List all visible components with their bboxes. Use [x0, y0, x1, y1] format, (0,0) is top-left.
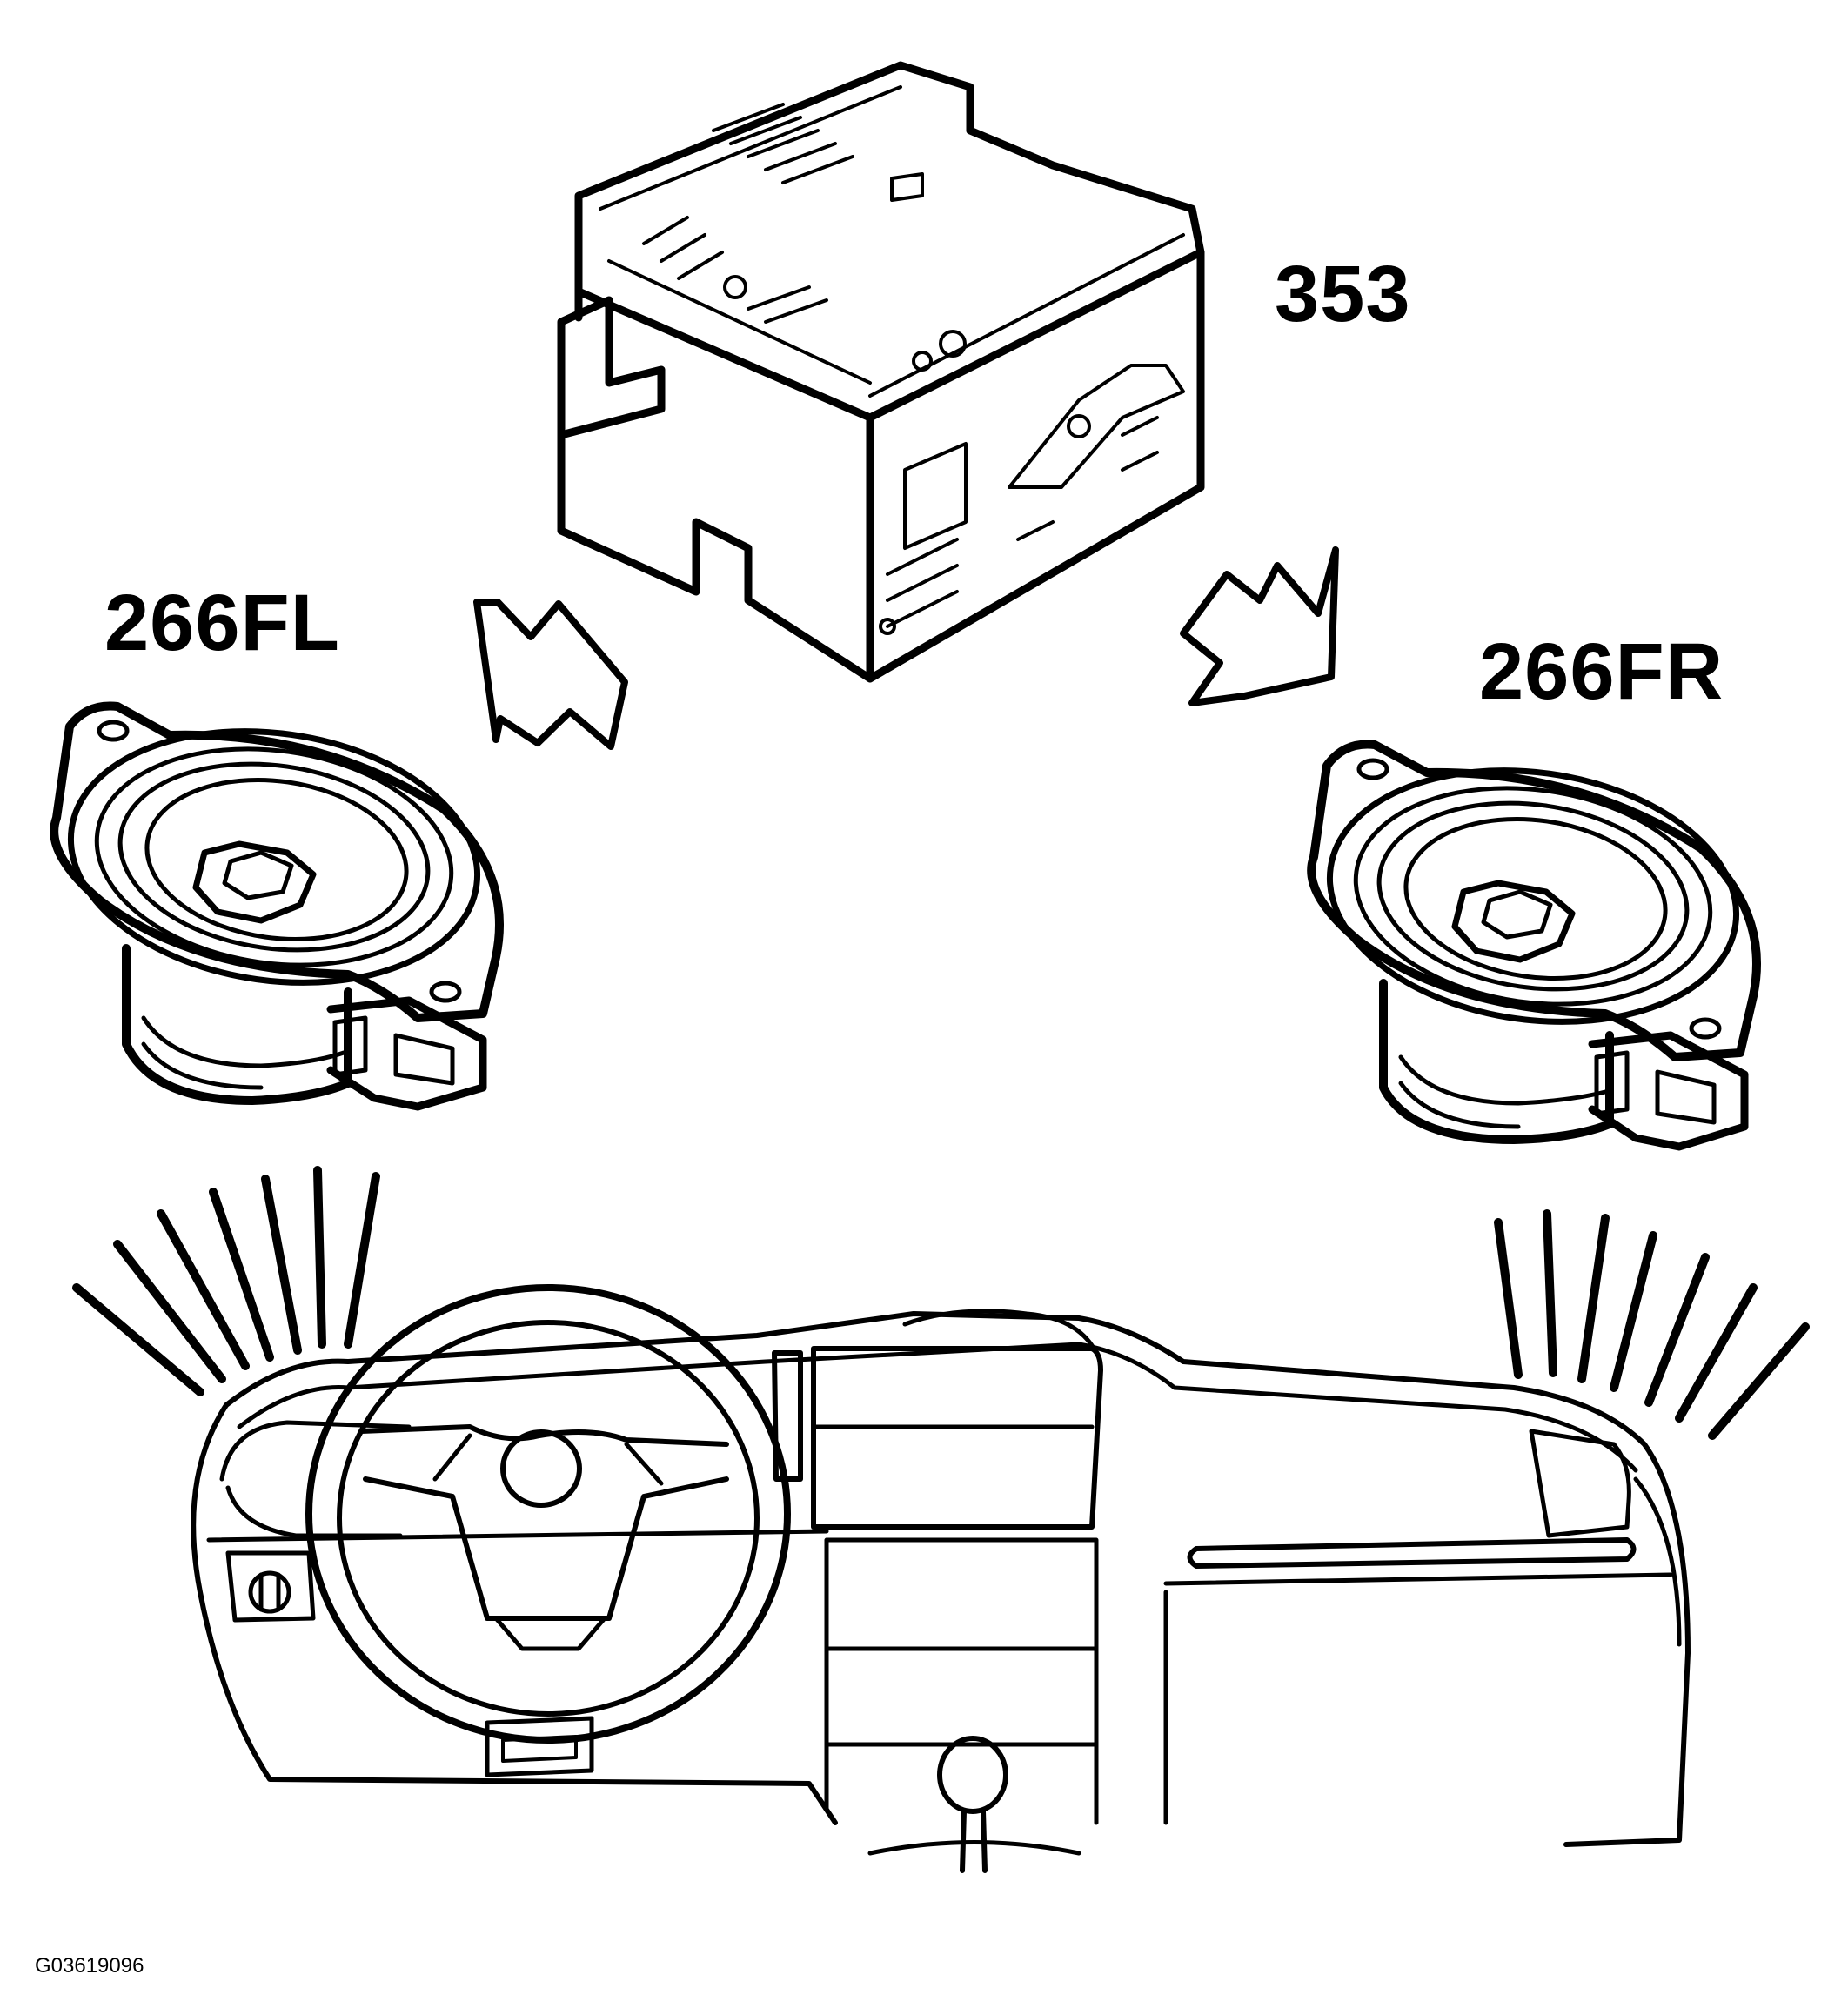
speaker-front-left-label: 266FL	[104, 579, 340, 667]
figure-code: G03619096	[35, 1954, 144, 1978]
arrow-left	[473, 599, 628, 750]
speaker-front-right-label: 266FR	[1479, 627, 1724, 716]
sound-lines-left	[72, 1166, 380, 1396]
dashboard	[191, 1284, 1691, 1873]
speaker-front-left	[50, 701, 504, 1111]
arrow-right	[1180, 546, 1339, 706]
radio-unit-label: 353	[1275, 250, 1411, 338]
speaker-front-right	[1307, 740, 1761, 1151]
radio-unit	[557, 61, 1205, 683]
sound-lines-right	[1494, 1209, 1810, 1440]
